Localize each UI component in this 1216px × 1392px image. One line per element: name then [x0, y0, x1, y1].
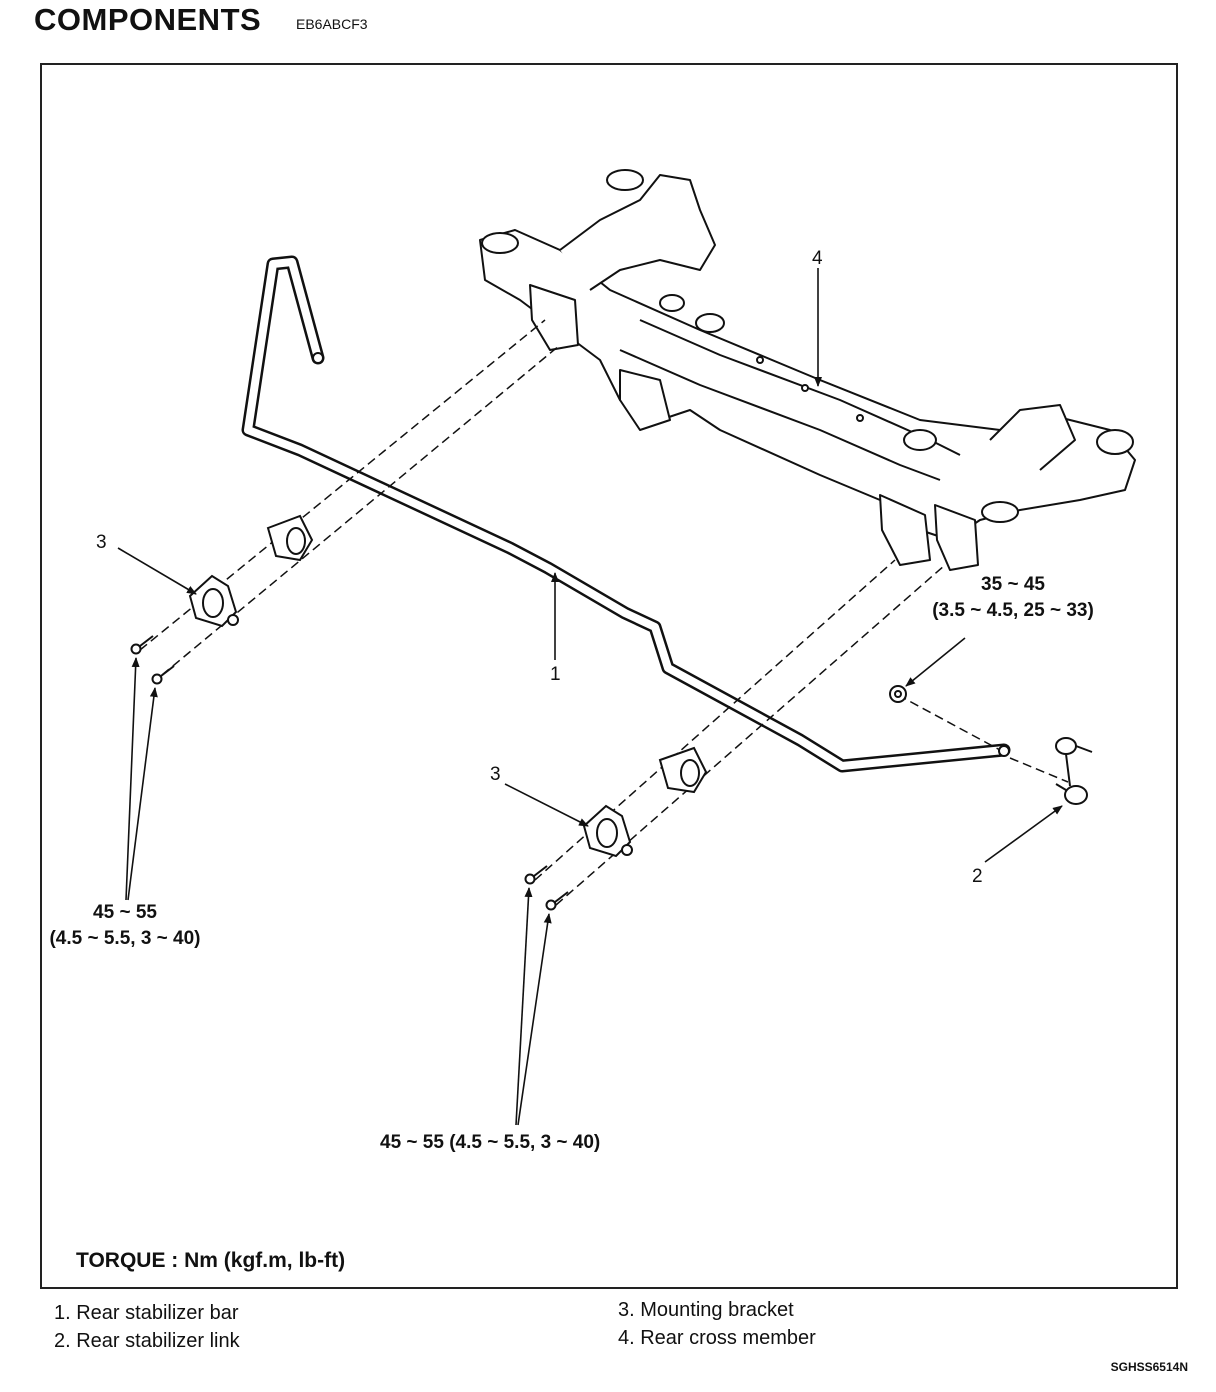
callout-2: 2	[972, 866, 983, 887]
rear-cross-member	[479, 169, 1136, 571]
callout-arrows	[117, 268, 1063, 1126]
bushing-left	[266, 514, 314, 562]
legend-item-1: 1. Rear stabilizer bar	[54, 1302, 239, 1324]
torque-bottom: 45 ~ 55 (4.5 ~ 5.5, 3 ~ 40)	[380, 1132, 601, 1153]
legend-item-3: 3. Mounting bracket	[618, 1299, 794, 1321]
bolts	[130, 635, 569, 911]
mounting-bracket-right	[582, 804, 633, 858]
torque-left-nm: 45 ~ 55	[93, 902, 157, 923]
torque-link-detail: (3.5 ~ 4.5, 25 ~ 33)	[932, 600, 1094, 621]
bushing-right	[658, 746, 708, 794]
torque-link: 35 ~ 45 (3.5 ~ 4.5, 25 ~ 33)	[918, 572, 1108, 624]
rear-stabilizer-bar	[241, 255, 1011, 773]
section-code: EB6ABCF3	[296, 16, 368, 32]
page-title: COMPONENTS	[34, 2, 262, 37]
torque-unit-label: TORQUE : Nm (kgf.m, lb-ft)	[76, 1249, 346, 1272]
link-nut	[889, 685, 907, 703]
callout-4: 4	[812, 248, 823, 269]
legend-item-2: 2. Rear stabilizer link	[54, 1330, 240, 1352]
rear-stabilizer-link	[1055, 737, 1093, 805]
diagram-frame	[40, 63, 1178, 1289]
callout-1: 1	[550, 664, 561, 685]
mounting-bracket-left	[188, 574, 239, 628]
torque-left-detail: (4.5 ~ 5.5, 3 ~ 40)	[49, 928, 201, 949]
callout-3-right: 3	[490, 764, 501, 785]
legend-item-4: 4. Rear cross member	[618, 1327, 816, 1349]
callout-3-left: 3	[96, 532, 107, 553]
torque-link-nm: 35 ~ 45	[981, 574, 1045, 595]
figure-reference: SGHSS6514N	[1110, 1360, 1188, 1374]
torque-left: 45 ~ 55 (4.5 ~ 5.5, 3 ~ 40)	[40, 900, 210, 952]
